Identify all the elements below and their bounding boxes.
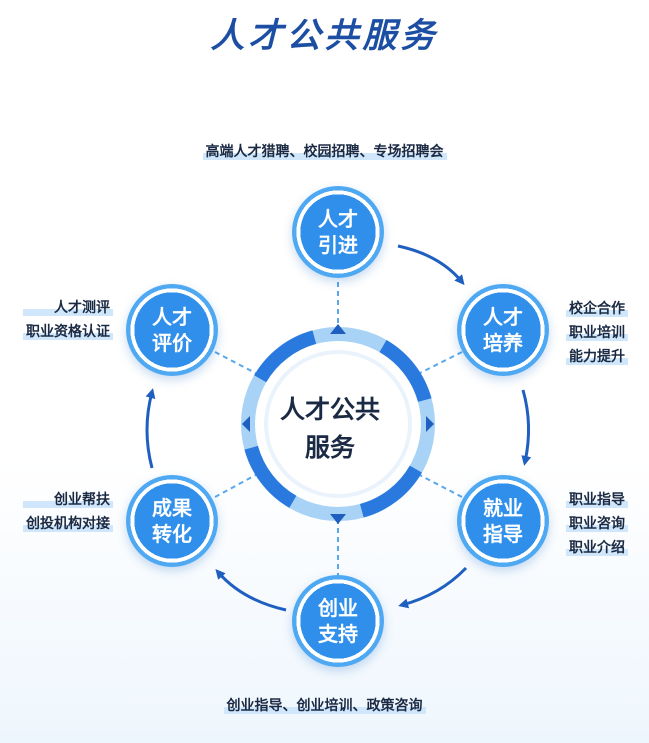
node-line2: 培养 xyxy=(483,331,523,355)
arrow-training-employment xyxy=(521,389,532,466)
note-transform: 创业帮扶 创投机构对接 xyxy=(23,488,113,536)
note-training: 校企合作 职业培训 能力提升 xyxy=(566,297,628,369)
center-label-line2: 服务 xyxy=(304,433,355,462)
note-line: 职业咨询 xyxy=(566,512,628,536)
node-line2: 支持 xyxy=(318,622,358,646)
center-label: 人才公共 服务 xyxy=(264,379,396,479)
note-line: 人才测评 xyxy=(23,296,113,320)
cycle-arrows xyxy=(145,244,532,612)
note-top-text: 高端人才猎聘、校园招聘、专场招聘会 xyxy=(202,140,447,164)
node-employment-guidance: 就业指导 xyxy=(457,475,549,567)
note-line: 创业帮扶 xyxy=(23,488,113,512)
node-talent-training: 人才培养 xyxy=(457,284,549,376)
note-line: 职业资格认证 xyxy=(23,320,113,344)
ring-pointer-top xyxy=(330,324,346,334)
node-line2: 指导 xyxy=(483,522,523,546)
note-line: 能力提升 xyxy=(566,345,628,369)
node-line2: 引进 xyxy=(318,233,358,257)
ring-pointer-right xyxy=(426,416,434,432)
note-line: 创投机构对接 xyxy=(23,512,113,536)
note-top: 高端人才猎聘、校园招聘、专场招聘会 xyxy=(0,140,649,164)
ring-pointer-bottom xyxy=(330,514,346,524)
center-label-line1: 人才公共 xyxy=(279,395,380,424)
note-line: 职业指导 xyxy=(566,488,628,512)
node-line1: 人才 xyxy=(483,305,523,329)
node-talent-introduction: 人才引进 xyxy=(292,186,384,278)
node-line1: 人才 xyxy=(318,207,358,231)
arrow-employment-startup xyxy=(398,566,468,609)
note-evaluation: 人才测评 职业资格认证 xyxy=(23,296,113,344)
note-line: 职业介绍 xyxy=(566,536,628,560)
note-line: 职业培训 xyxy=(566,321,628,345)
arrow-transform-evaluation xyxy=(145,388,156,469)
node-talent-evaluation: 人才评价 xyxy=(126,284,218,376)
arrow-introduce-training xyxy=(397,244,465,286)
note-startup-text: 创业指导、创业培训、政策咨询 xyxy=(223,694,426,718)
ring-pointer-left xyxy=(242,416,250,432)
page-title: 人才公共服务 xyxy=(210,16,439,56)
arrow-startup-transform xyxy=(215,568,287,612)
note-startup: 创业指导、创业培训、政策咨询 xyxy=(0,694,649,718)
center-ring xyxy=(241,324,435,524)
note-employment: 职业指导 职业咨询 职业介绍 xyxy=(566,488,628,560)
node-line1: 人才 xyxy=(152,305,192,329)
node-line1: 就业 xyxy=(483,496,523,520)
node-achievement-transformation: 成果转化 xyxy=(126,475,218,567)
note-line: 校企合作 xyxy=(566,297,628,321)
node-line2: 评价 xyxy=(152,331,192,355)
node-line2: 转化 xyxy=(152,522,192,546)
node-startup-support: 创业支持 xyxy=(292,575,384,667)
node-line1: 成果 xyxy=(152,496,192,520)
node-line1: 创业 xyxy=(318,596,358,620)
